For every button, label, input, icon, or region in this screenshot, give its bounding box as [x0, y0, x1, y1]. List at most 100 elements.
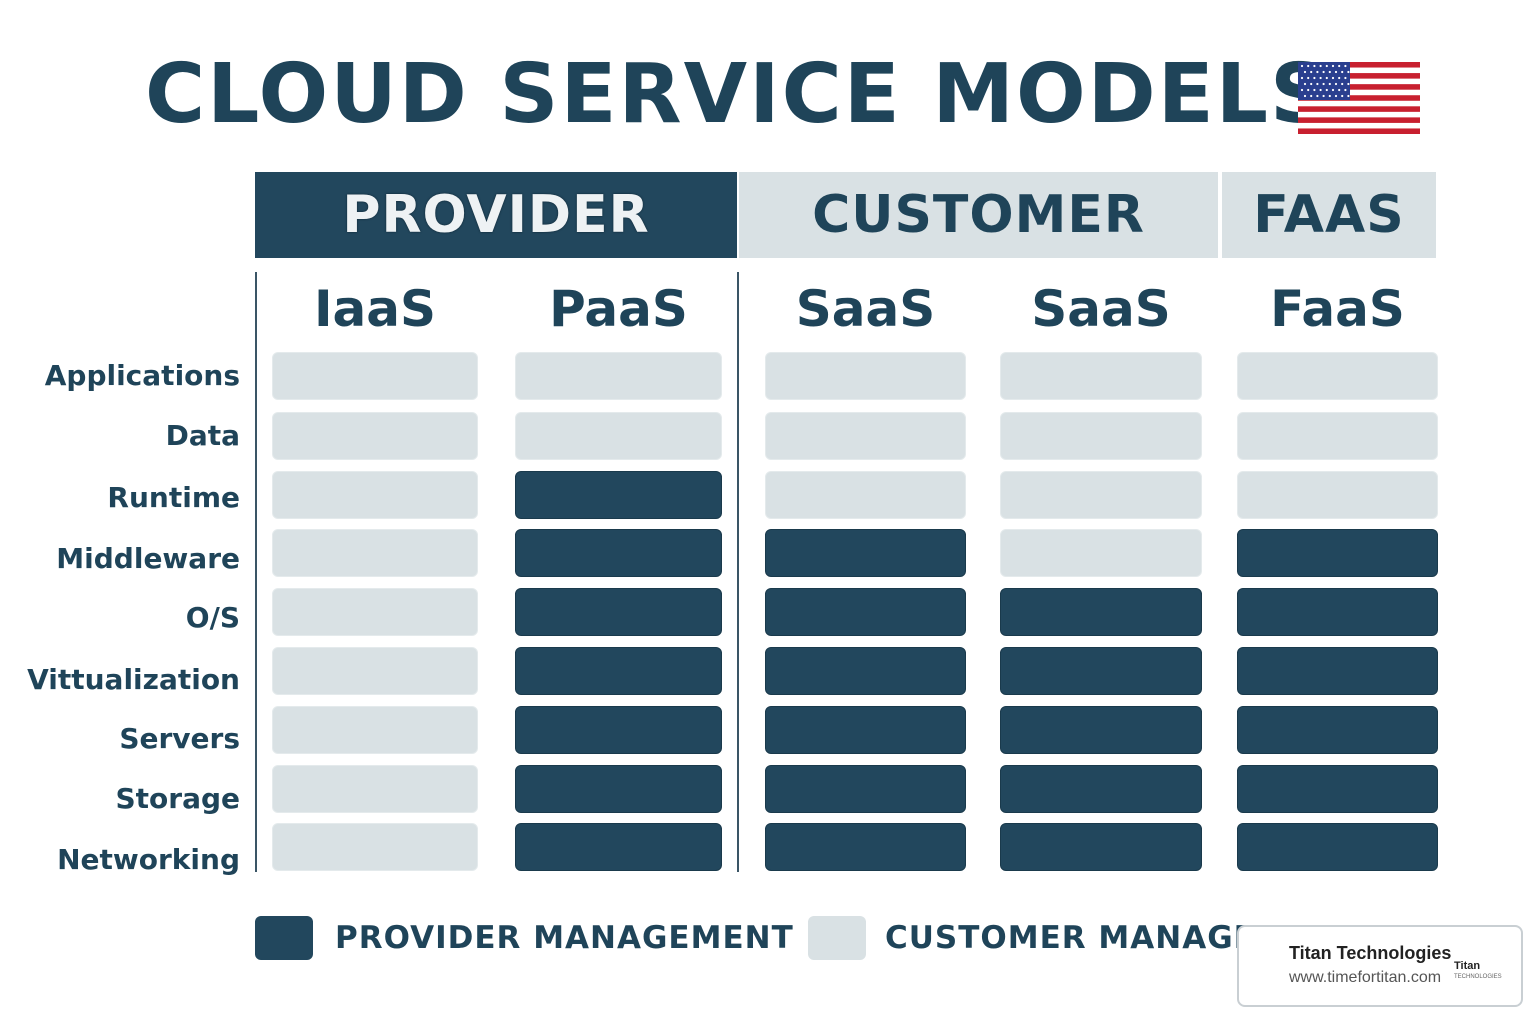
flag-star: [1300, 76, 1304, 80]
flag-star: [1325, 76, 1328, 80]
flag-stripe: [1298, 84, 1420, 90]
column-header-3: SaaS: [1031, 280, 1171, 338]
cell-provider: [765, 588, 966, 636]
flag-star: [1331, 76, 1335, 80]
flag-star: [1316, 82, 1319, 86]
flag-star: [1341, 70, 1344, 74]
cell-customer: [1237, 471, 1438, 519]
cell-customer: [272, 647, 478, 695]
brand-logo: Titan TECHNOLOGIES: [1454, 961, 1502, 983]
row-label-0: Applications: [44, 359, 240, 392]
row-label-8: Networking: [57, 843, 240, 876]
flag-star: [1328, 82, 1331, 86]
us-flag-icon: [1298, 62, 1420, 134]
flag-star: [1310, 70, 1313, 74]
cell-provider: [515, 823, 722, 871]
cell-customer: [1000, 471, 1202, 519]
divider-left: [255, 272, 257, 872]
cell-customer: [272, 823, 478, 871]
brand-name: Titan Technologies: [1289, 943, 1452, 963]
cell-customer: [272, 588, 478, 636]
cell-customer: [1000, 352, 1202, 400]
flag-star: [1322, 82, 1325, 86]
cell-provider: [1237, 647, 1438, 695]
cell-customer: [1237, 412, 1438, 460]
flag-star: [1303, 70, 1307, 74]
flag-star: [1307, 64, 1310, 68]
flag-star: [1334, 70, 1338, 74]
flag-stripe: [1298, 73, 1420, 79]
flag-star: [1347, 94, 1350, 98]
brand-logo-text: Titan: [1454, 960, 1481, 972]
column-header-0: IaaS: [313, 280, 437, 338]
flag-star: [1300, 64, 1304, 68]
cell-customer: [272, 529, 478, 577]
cell-provider: [515, 647, 722, 695]
legend-provider-label: PROVIDER MANAGEMENT: [335, 920, 794, 956]
cell-provider: [1000, 823, 1202, 871]
row-label-4: O/S: [185, 601, 240, 634]
flag-star: [1303, 82, 1307, 86]
flag-star: [1347, 70, 1350, 74]
flag-star: [1325, 64, 1328, 68]
flag-star: [1334, 94, 1338, 98]
cell-provider: [765, 647, 966, 695]
cell-provider: [1237, 823, 1438, 871]
flag-star: [1334, 82, 1338, 86]
flag-star: [1328, 94, 1331, 98]
cell-provider: [515, 765, 722, 813]
cell-provider: [1000, 706, 1202, 754]
cell-provider: [765, 823, 966, 871]
cell-customer: [272, 412, 478, 460]
legend-customer-swatch: [808, 916, 866, 960]
column-header-2: SaaS: [795, 280, 936, 338]
header-provider: PROVIDER: [255, 172, 737, 258]
flag-stripe: [1298, 95, 1420, 101]
cell-customer: [515, 412, 722, 460]
divider-middle: [737, 272, 739, 872]
cell-provider: [1000, 588, 1202, 636]
flag-star: [1303, 94, 1307, 98]
flag-stripe: [1298, 62, 1420, 68]
header-faas: FAAS: [1222, 172, 1436, 258]
row-label-6: Servers: [119, 722, 240, 755]
flag-star: [1344, 64, 1347, 68]
flag-star: [1316, 70, 1319, 74]
cell-provider: [765, 706, 966, 754]
cell-customer: [515, 352, 722, 400]
cell-customer: [272, 352, 478, 400]
cell-customer: [765, 471, 966, 519]
flag-stripe: [1298, 128, 1420, 134]
row-label-1: Data: [165, 419, 240, 452]
cell-provider: [515, 588, 722, 636]
flag-star: [1310, 94, 1313, 98]
flag-star: [1300, 88, 1304, 92]
cell-customer: [765, 412, 966, 460]
cell-provider: [765, 529, 966, 577]
flag-star: [1313, 76, 1316, 80]
row-label-3: Middleware: [56, 542, 240, 575]
cell-customer: [1237, 352, 1438, 400]
flag-star: [1331, 64, 1335, 68]
flag-star: [1338, 64, 1341, 68]
flag-star: [1338, 76, 1341, 80]
flag-star: [1328, 70, 1331, 74]
flag-star: [1319, 88, 1322, 92]
cell-customer: [272, 706, 478, 754]
cell-provider: [1237, 765, 1438, 813]
flag-star: [1313, 88, 1316, 92]
cell-provider: [1237, 706, 1438, 754]
cell-provider: [765, 765, 966, 813]
flag-star: [1341, 94, 1344, 98]
cell-customer: [1000, 529, 1202, 577]
flag-star: [1331, 88, 1335, 92]
row-label-7: Storage: [115, 782, 240, 815]
flag-star: [1322, 94, 1325, 98]
flag-star: [1347, 82, 1350, 86]
cell-provider: [1000, 647, 1202, 695]
cell-customer: [272, 471, 478, 519]
flag-star: [1344, 76, 1347, 80]
flag-star: [1341, 82, 1344, 86]
brand-url: www.timefortitan.com: [1289, 969, 1442, 986]
flag-star: [1307, 88, 1310, 92]
